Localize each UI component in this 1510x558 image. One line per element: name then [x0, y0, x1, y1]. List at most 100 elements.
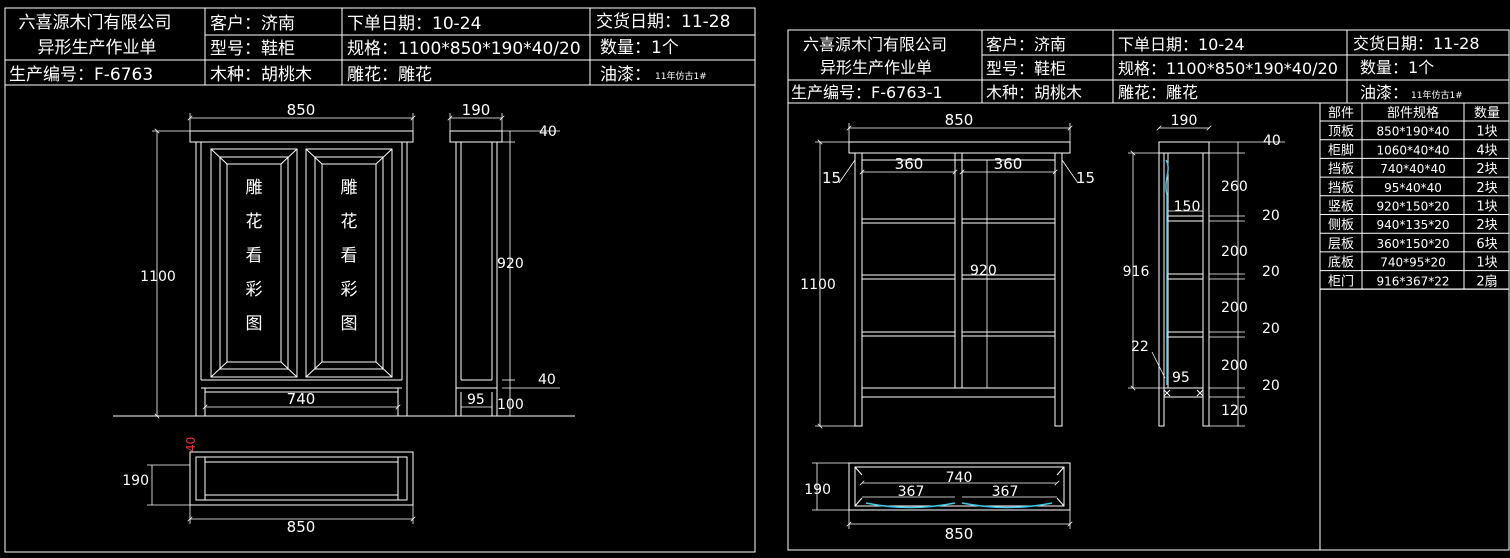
dim-edge-left: 15: [822, 169, 841, 187]
dim-plan-width: 850: [945, 525, 974, 543]
dim-plan-inner: 740: [946, 470, 973, 486]
parts-row-spec: 740*95*20: [1380, 256, 1445, 270]
dim-side-h3: 200: [1221, 300, 1248, 316]
parts-row-name: 挡板: [1328, 162, 1354, 177]
panel-text-right-1: 花: [341, 212, 358, 232]
table-header-spec: 部件规格: [1387, 105, 1439, 121]
paint-value: 11年仿古1#: [655, 70, 707, 82]
dim-door-thickness: 22: [1131, 339, 1149, 355]
dim-front-height: 1100: [140, 269, 176, 285]
table-header-qty: 数量: [1474, 106, 1500, 121]
parts-row-qty: 2扇: [1476, 273, 1497, 289]
dim-bay-left: 360: [895, 155, 924, 173]
dim-plan-door-left: 367: [898, 484, 925, 500]
parts-row-qty: 2块: [1476, 218, 1497, 233]
dim-shelf-depth: 150: [1174, 199, 1201, 215]
model-field: 型号：鞋柜: [210, 39, 295, 59]
panel-text-right-4: 图: [341, 314, 358, 334]
paint-label: 油漆：: [1360, 83, 1408, 102]
sheet-right: 六喜源木门有限公司 异形生产作业单 客户：济南 下单日期：10-24 交货日期：…: [787, 29, 1510, 551]
dim-bay-right: 360: [994, 155, 1023, 173]
dim-side-bottom-rail: 40: [538, 372, 556, 388]
dim-plan-door-right: 367: [992, 484, 1019, 500]
panel-text-left-0: 雕: [246, 178, 263, 198]
carving-field: 雕花：雕花: [347, 65, 432, 85]
front-elevation-left: 雕 花 看 彩 图 雕 花 看 彩 图 850 1100 740: [113, 101, 575, 419]
parts-row-name: 侧板: [1328, 218, 1354, 233]
header-left: 六喜源木门有限公司 异形生产作业单 客户：济南 下单日期：10-24 交货日期：…: [5, 8, 755, 86]
dim-side-top: 40: [1263, 133, 1281, 149]
dim-side-h1: 260: [1221, 179, 1248, 195]
spec-field: 规格：1100*850*190*40/20: [1118, 59, 1338, 78]
wood-field: 木种：胡桃木: [986, 83, 1082, 102]
sheet-left: 六喜源木门有限公司 异形生产作业单 客户：济南 下单日期：10-24 交货日期：…: [4, 7, 756, 553]
parts-row-spec: 916*367*22: [1376, 274, 1449, 288]
wood-field: 木种：胡桃木: [210, 65, 312, 85]
dim-side-foot: 95: [467, 392, 485, 408]
dim-side-base: 120: [1221, 403, 1248, 419]
form-title: 异形生产作业单: [38, 38, 157, 58]
side-elevation-left: 190 40 920 40 95 100: [447, 101, 560, 416]
dim-plan-depth: 190: [804, 482, 831, 498]
parts-row-spec: 1060*40*40: [1376, 143, 1449, 157]
dim-side-total: 916: [1123, 264, 1150, 280]
table-header-part: 部件: [1328, 106, 1354, 121]
customer-field: 客户：济南: [986, 35, 1066, 54]
dim-side-depth: 190: [1171, 113, 1198, 129]
dim-side-s4: 20: [1262, 378, 1280, 394]
parts-row-qty: 1块: [1476, 256, 1497, 271]
dim-inner-width: 740: [287, 390, 316, 408]
dim-side-h4: 200: [1221, 358, 1248, 374]
front-elevation-right: 850 360 360 15 15 1100 920: [800, 111, 1095, 429]
dim-front-width: 850: [287, 101, 316, 119]
parts-row-name: 柜门: [1328, 274, 1354, 289]
parts-row-spec: 360*150*20: [1376, 237, 1449, 251]
sheet-left-border: [4, 7, 756, 553]
dim-side-h2: 200: [1221, 244, 1248, 260]
production-number-field: 生产编号：F-6763-1: [791, 83, 943, 102]
customer-field: 客户：济南: [210, 14, 295, 34]
order-date-field: 下单日期：10-24: [347, 14, 481, 34]
dim-side-s3: 20: [1262, 321, 1280, 337]
delivery-date-field: 交货日期：11-28: [1353, 34, 1480, 53]
parts-row-qty: 1块: [1476, 125, 1497, 140]
parts-row-name: 竖板: [1328, 200, 1354, 215]
panel-text-right-2: 看: [341, 246, 358, 266]
parts-row-spec: 940*135*20: [1376, 218, 1449, 232]
paint-value: 11年仿古1#: [1411, 89, 1463, 101]
door-left: [210, 148, 298, 378]
door-right: [305, 148, 393, 378]
dim-plan-inset: 40: [184, 437, 198, 452]
dim-front-width: 850: [945, 111, 974, 129]
parts-row-qty: 2块: [1476, 162, 1497, 177]
parts-row-qty: 1块: [1476, 200, 1497, 215]
company-name: 六喜源木门有限公司: [803, 35, 947, 54]
parts-row-spec: 740*40*40: [1380, 162, 1445, 176]
parts-row-spec: 850*190*40: [1376, 125, 1449, 139]
parts-row-name: 柜脚: [1328, 142, 1354, 158]
parts-row-name: 挡板: [1328, 181, 1354, 196]
dim-inner-height: 920: [497, 256, 524, 272]
form-title: 异形生产作业单: [820, 58, 932, 77]
company-name: 六喜源木门有限公司: [19, 13, 172, 33]
dim-front-inner-height: 920: [970, 263, 997, 279]
production-number-field: 生产编号：F-6763: [9, 65, 153, 85]
sheet-right-border: [787, 29, 1510, 551]
panel-text-right-3: 彩: [341, 280, 358, 300]
plan-view-right: 740 367 367 190 850: [804, 462, 1073, 543]
dim-side-base: 100: [497, 397, 524, 413]
panel-text-left-1: 花: [246, 212, 263, 232]
parts-row-qty: 4块: [1476, 143, 1497, 158]
parts-row-name: 顶板: [1328, 125, 1354, 140]
dim-plan-depth: 190: [122, 473, 149, 489]
quantity-field: 数量：1个: [600, 38, 679, 58]
model-field: 型号：鞋柜: [986, 59, 1066, 78]
parts-row-name: 底板: [1328, 255, 1354, 271]
panel-text-left-3: 彩: [246, 280, 263, 300]
carving-field: 雕花：雕花: [1118, 83, 1198, 102]
paint-label: 油漆：: [600, 65, 651, 85]
parts-row-spec: 920*150*20: [1376, 200, 1449, 214]
dim-side-foot: 95: [1172, 370, 1190, 386]
panel-text-left-2: 看: [246, 246, 263, 266]
